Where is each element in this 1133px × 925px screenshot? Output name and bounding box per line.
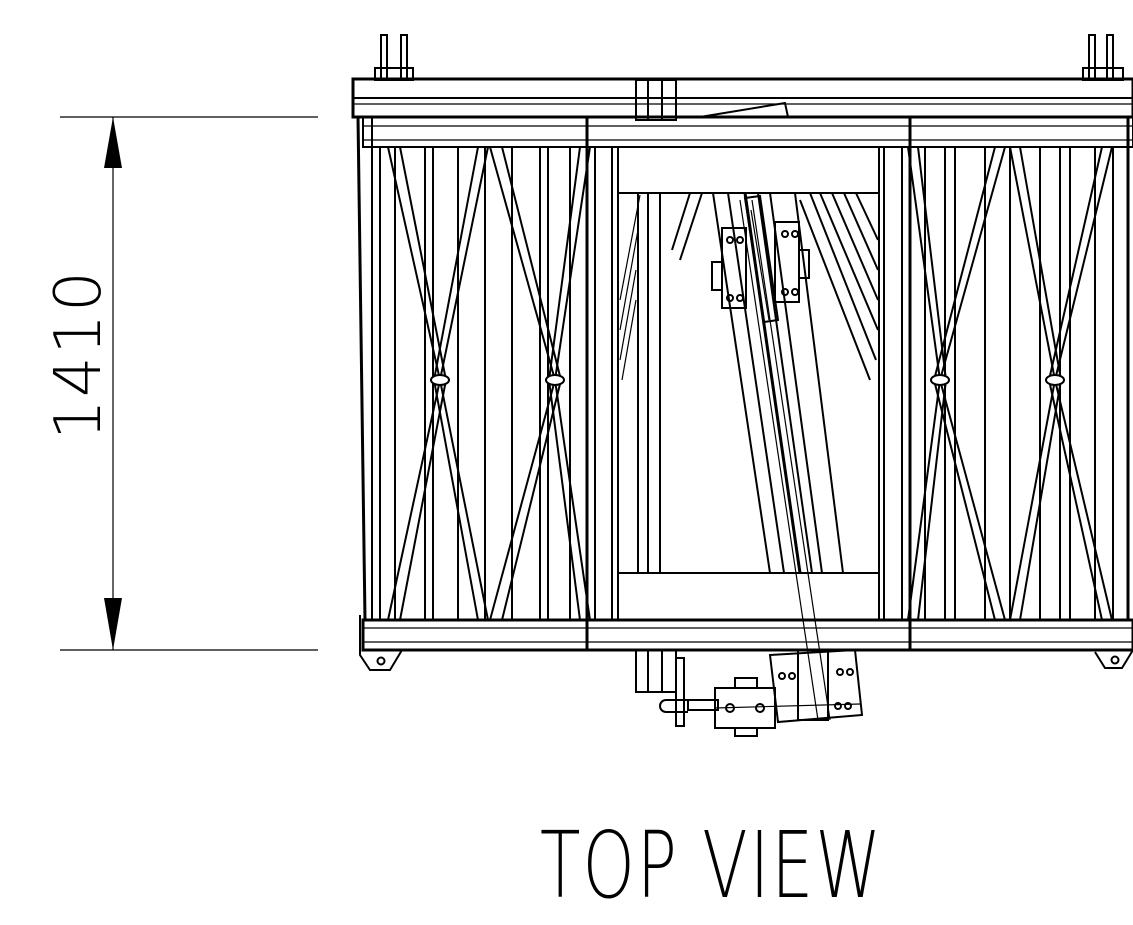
frame-structure <box>351 34 1133 671</box>
dimension-arrow-top <box>104 117 122 168</box>
dimension-annotation: 1410 <box>42 116 318 651</box>
dimension-arrow-bottom <box>104 598 122 650</box>
view-title: TOP VIEW <box>540 812 884 919</box>
inclined-mast-assembly <box>635 101 864 737</box>
dimension-value: 1410 <box>42 269 116 440</box>
